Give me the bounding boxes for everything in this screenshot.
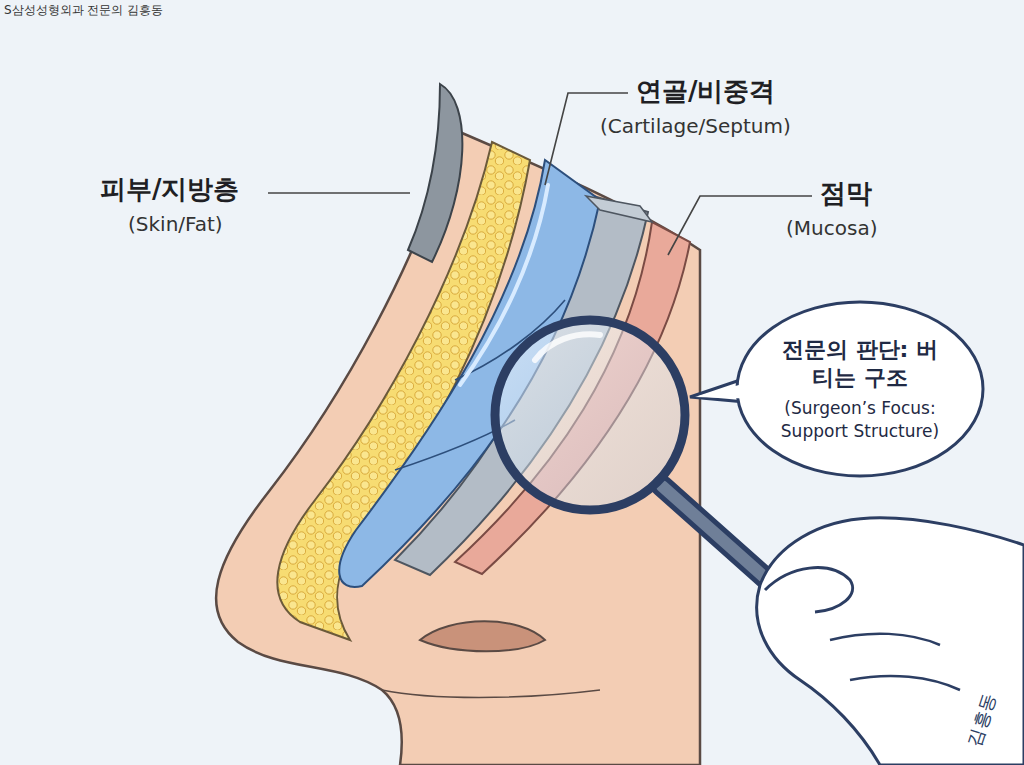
top-grey-piece: [586, 196, 652, 222]
nostril: [420, 621, 545, 651]
part-name: 피부/지방층: [100, 172, 240, 207]
signature: 김흥동: [962, 691, 1002, 750]
nasal-bone: [408, 84, 462, 262]
bubble-heading: 전문의 판단: 버티는 구조: [773, 336, 948, 391]
hand-finger: [830, 634, 940, 645]
mucosa-layer: [455, 222, 690, 574]
hand: [757, 518, 1024, 765]
part-name-english: (Mucosa): [786, 216, 877, 240]
leader-line: [268, 192, 410, 194]
lip-line: [382, 690, 600, 698]
hand-finger: [850, 676, 960, 690]
bubble-body: [737, 302, 983, 476]
bubble-body: (Surgeon’s Focus: Support Structure): [765, 397, 955, 441]
part-name: 연골/비중격: [636, 74, 776, 109]
bubble-join: [695, 379, 763, 399]
part-name-english: (Cartilage/Septum): [600, 114, 791, 138]
speech-bubble: 전문의 판단: 버티는 구조 (Surgeon’s Focus: Support …: [735, 300, 985, 478]
leader-line: [545, 93, 628, 185]
magnifier-lens: [495, 320, 685, 510]
part-name: 점막: [820, 176, 872, 211]
hand-thumb: [765, 568, 853, 612]
part-name-english: (Skin/Fat): [128, 212, 223, 236]
watermark: S삼성성형외과 전문의 김흥동: [4, 2, 163, 19]
lens-glare: [535, 334, 600, 360]
skin-layer: [216, 130, 700, 765]
